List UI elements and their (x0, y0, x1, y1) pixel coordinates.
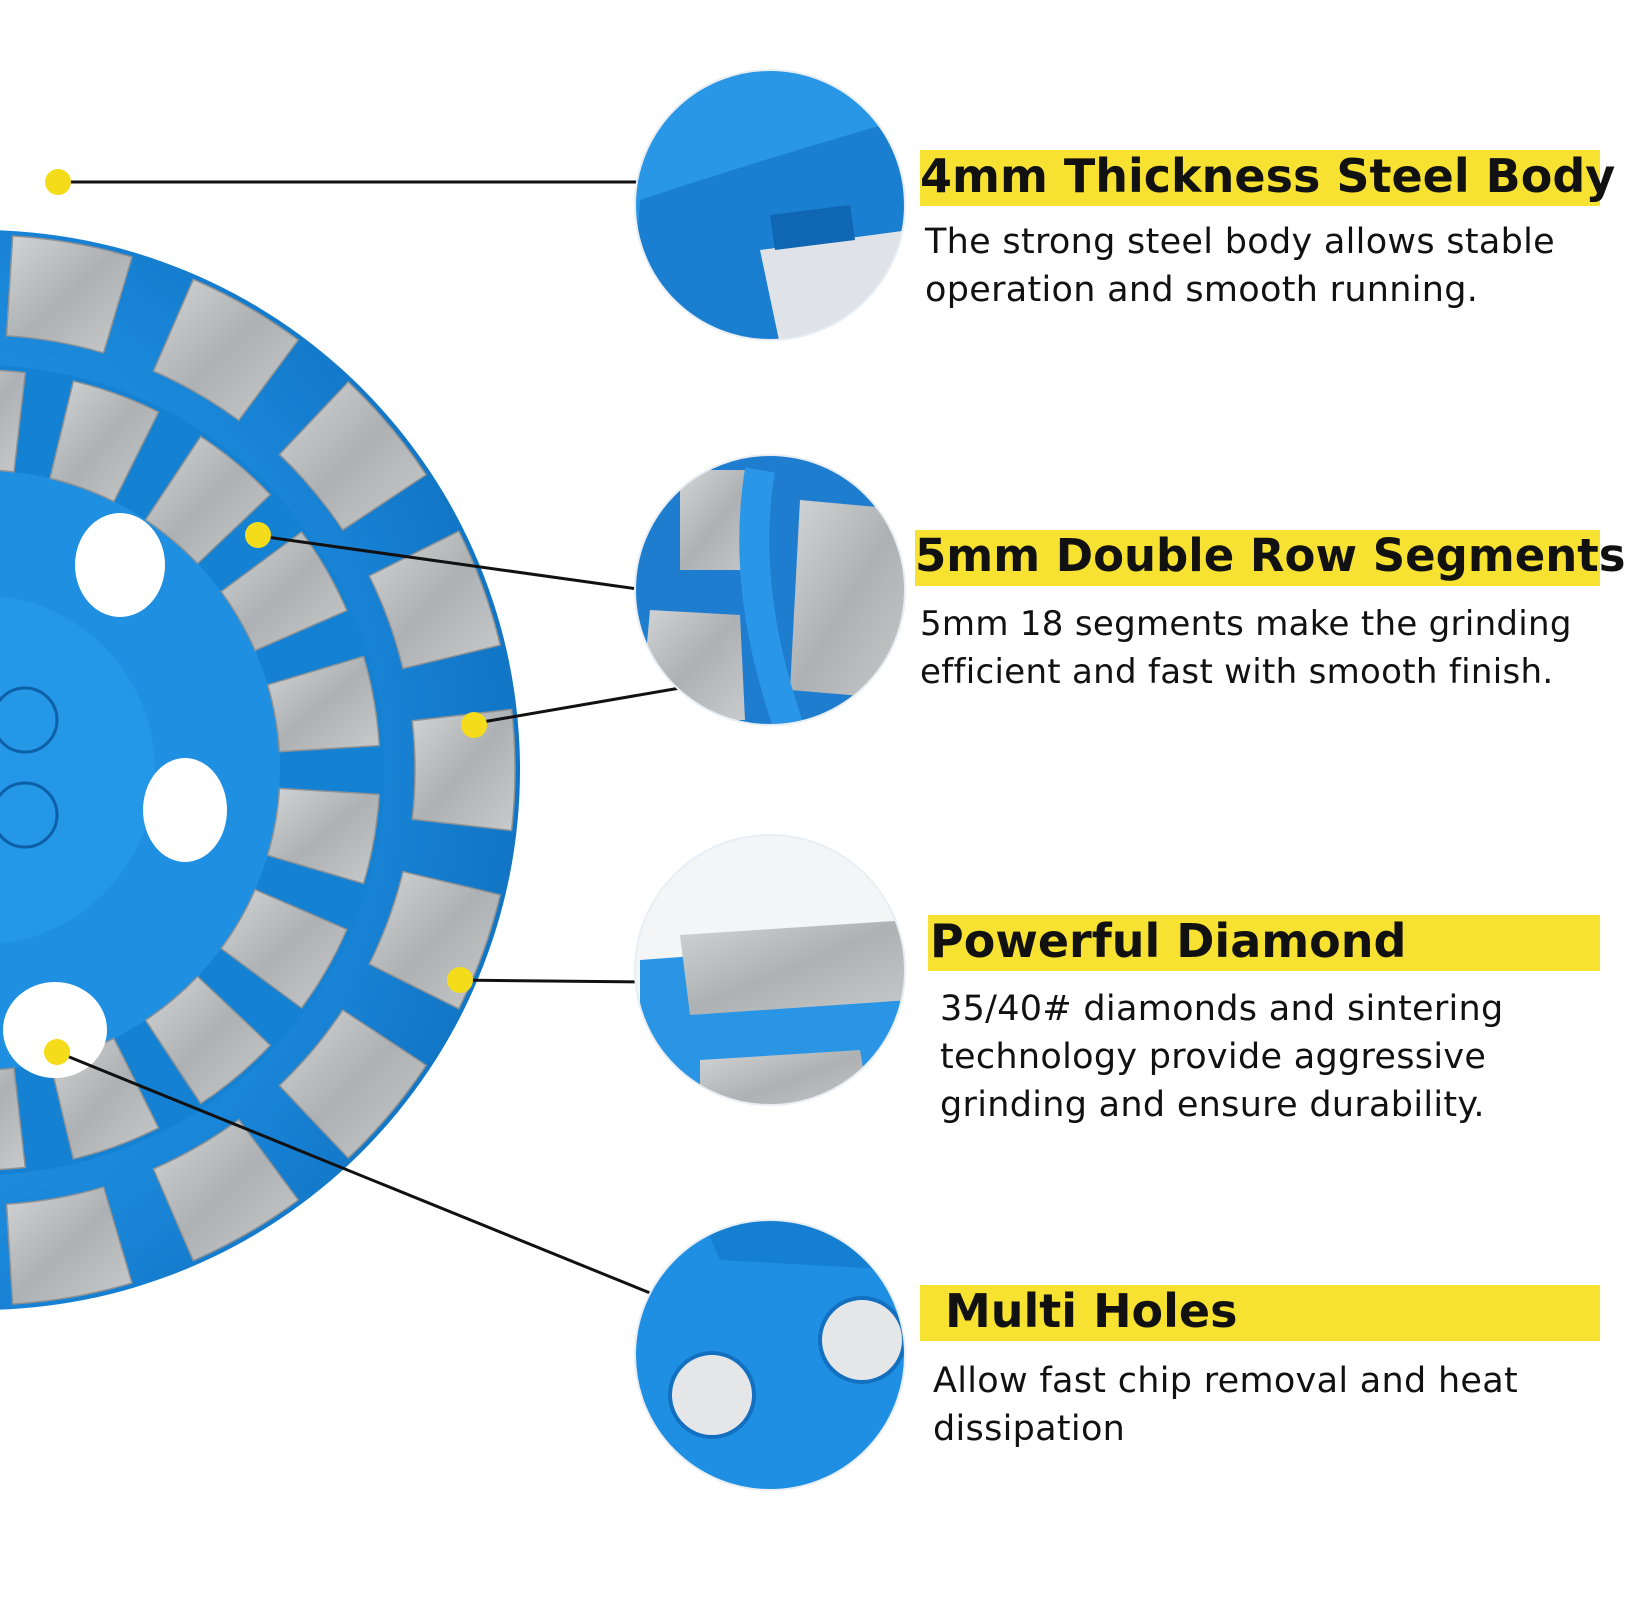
diamond-segment (144, 435, 272, 565)
marker-dot (45, 169, 71, 195)
outer-segment-row (5, 235, 516, 1305)
mask-safety-icon (0, 686, 59, 754)
title-highlight-bar (928, 915, 1600, 971)
description-line: dissipation (933, 1409, 1126, 1449)
description-line: technology provide aggressive (940, 1037, 1487, 1077)
vent-hole (3, 982, 107, 1078)
feature-description: The strong steel body allows stable oper… (925, 218, 1555, 314)
diamond-segment (144, 975, 272, 1105)
marker-dot (461, 712, 487, 738)
diamond-segment (0, 369, 27, 473)
description-line: grinding and ensure durability. (940, 1085, 1485, 1125)
diamond-segment (5, 235, 133, 354)
description-line: Allow fast chip removal and heat (933, 1361, 1519, 1401)
gloves-safety-icon (0, 781, 59, 849)
vent-hole (143, 758, 227, 862)
feature-description: 35/40# diamonds and sintering technology… (940, 985, 1504, 1129)
feature-description: 5mm 18 segments make the grinding effici… (920, 600, 1572, 696)
diamond-segment (152, 278, 300, 422)
diamond-segment (266, 787, 381, 885)
feature-title: 4mm Thickness Steel Body (920, 149, 1616, 203)
title-highlight-bar (920, 150, 1600, 206)
title-highlight-bar (920, 1285, 1600, 1341)
callout-markers (44, 169, 487, 1065)
diamond-segment (152, 1118, 300, 1262)
marker-dot (44, 1039, 70, 1065)
feature-title: 5mm Double Row Segments (915, 529, 1626, 582)
inner-segment-row (0, 369, 381, 1171)
description-line: 5mm 18 segments make the grinding (920, 604, 1572, 644)
vent-hole (75, 513, 165, 617)
cup-wheel-disc (0, 230, 520, 1310)
diamond-segment (220, 888, 348, 1009)
diamond-segment (411, 708, 516, 832)
diamond-segment (0, 1067, 27, 1171)
marker-dot (245, 522, 271, 548)
description-line: operation and smooth running. (925, 270, 1479, 310)
callout-lines (56, 180, 681, 1297)
diamond-segment (266, 655, 381, 753)
detail-diamond (635, 835, 905, 1105)
title-highlight-bar (915, 530, 1600, 586)
detail-holes (635, 1220, 905, 1490)
feature-title: Multi Holes (945, 1284, 1238, 1338)
diamond-segment (278, 380, 428, 531)
detail-segments (635, 455, 905, 725)
diamond-segment (5, 1186, 133, 1305)
description-line: efficient and fast with smooth finish. (920, 652, 1554, 692)
marker-dot (447, 967, 473, 993)
description-line: The strong steel body allows stable (925, 222, 1555, 262)
detail-steel-body (635, 70, 905, 340)
feature-description: Allow fast chip removal and heat dissipa… (933, 1357, 1518, 1453)
feature-title: Powerful Diamond (930, 914, 1407, 968)
diamond-segment (49, 380, 160, 503)
description-line: 35/40# diamonds and sintering (940, 989, 1504, 1029)
diamond-segment (278, 1009, 428, 1160)
